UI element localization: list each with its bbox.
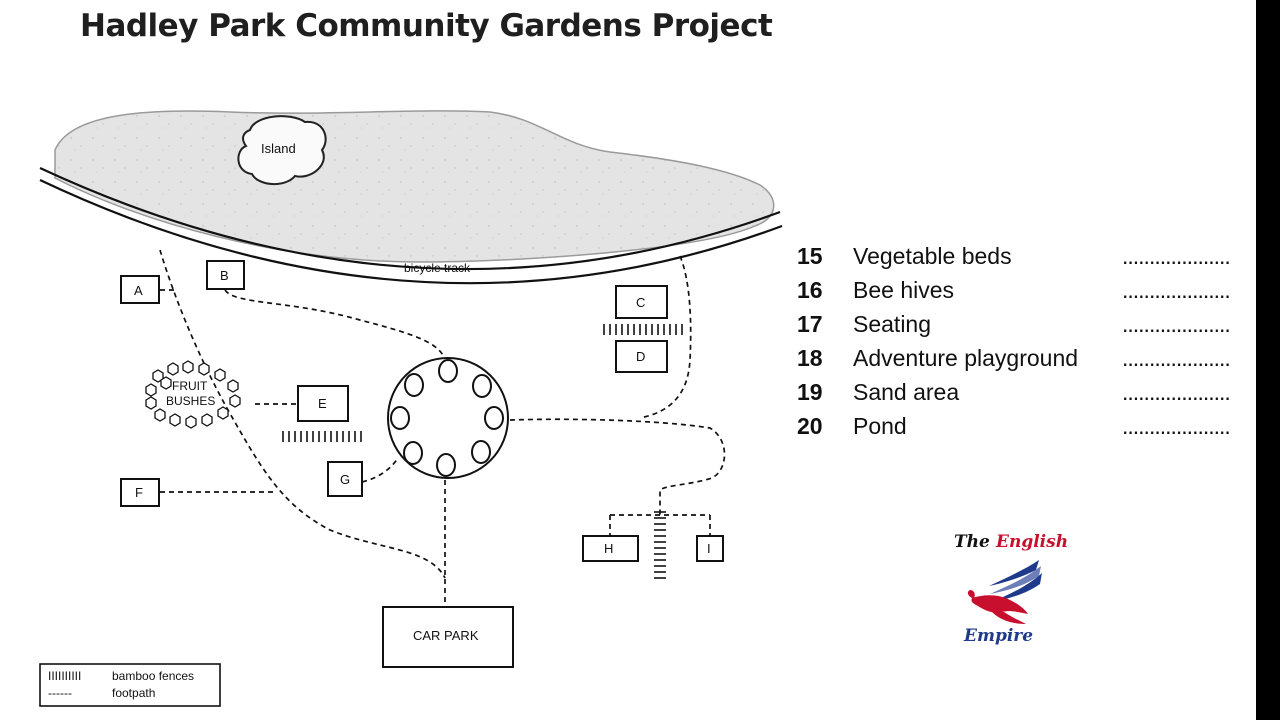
question-number: 20: [797, 413, 823, 439]
fruit-bushes-label-2: BUSHES: [166, 394, 215, 408]
answer-blank: ....................: [1122, 345, 1231, 371]
answer-blank: ....................: [1122, 243, 1231, 269]
question-list: 15 Vegetable beds .................... 1…: [797, 243, 1257, 447]
question-label: Vegetable beds: [853, 243, 1012, 269]
question-row: 16 Bee hives ....................: [797, 277, 1257, 311]
island-label: Island: [261, 141, 296, 156]
question-number: 16: [797, 277, 823, 303]
location-b: B: [206, 260, 245, 290]
legend-footpath-label: footpath: [112, 686, 155, 700]
question-row: 19 Sand area ....................: [797, 379, 1257, 413]
bamboo-fence-cd: [603, 324, 683, 335]
question-row: 20 Pond ....................: [797, 413, 1257, 447]
question-label: Pond: [853, 413, 907, 439]
eagle-icon: [967, 560, 1042, 624]
question-number: 18: [797, 345, 823, 371]
location-g: G: [327, 461, 363, 497]
location-f: F: [120, 478, 160, 507]
svg-text:B: B: [220, 268, 229, 283]
map-title: Hadley Park Community Gardens Project: [80, 8, 773, 44]
central-garden: [387, 357, 509, 479]
answer-blank: ....................: [1122, 379, 1231, 405]
car-park: CAR PARK: [382, 606, 514, 668]
bamboo-fence-e: [282, 431, 362, 442]
location-d: D: [615, 340, 668, 373]
question-row: 17 Seating ....................: [797, 311, 1257, 345]
answer-blank: ....................: [1122, 277, 1231, 303]
location-h: H: [582, 535, 639, 562]
svg-text:C: C: [636, 295, 645, 310]
svg-text:D: D: [636, 349, 645, 364]
island: [237, 115, 327, 185]
question-label: Adventure playground: [853, 345, 1079, 371]
question-number: 17: [797, 311, 823, 337]
legend: IIIIIIIIII bamboo fences ------ footpath: [39, 663, 221, 707]
svg-text:CAR PARK: CAR PARK: [413, 628, 479, 643]
logo-text-the: The: [954, 532, 990, 552]
svg-text:E: E: [318, 396, 327, 411]
bicycle-track-edge-outer: [39, 167, 781, 271]
question-number: 15: [797, 243, 823, 269]
question-number: 19: [797, 379, 823, 405]
question-row: 15 Vegetable beds ....................: [797, 243, 1257, 277]
svg-text:I: I: [707, 541, 711, 556]
bamboo-fence-hi: [654, 511, 666, 579]
answer-blank: ....................: [1122, 311, 1231, 337]
bicycle-track-label: bicycle track: [404, 261, 471, 275]
svg-text:H: H: [604, 541, 613, 556]
question-label: Bee hives: [853, 277, 955, 303]
location-c: C: [615, 285, 668, 319]
svg-text:A: A: [134, 283, 143, 298]
legend-footpath-symbol: ------: [48, 686, 72, 700]
logo-text-empire: Empire: [963, 626, 1033, 646]
question-label: Sand area: [853, 379, 960, 405]
svg-text:F: F: [135, 485, 143, 500]
svg-text:G: G: [340, 472, 350, 487]
question-row: 18 Adventure playground ................…: [797, 345, 1257, 379]
location-a: A: [120, 275, 160, 304]
right-edge-bar: [1256, 0, 1280, 720]
brand-logo: The English Empire: [954, 532, 1068, 646]
footpaths: [159, 249, 726, 605]
legend-bamboo-symbol: IIIIIIIIII: [48, 669, 81, 683]
fruit-bushes-label-1: FRUIT: [172, 379, 208, 393]
question-label: Seating: [853, 311, 932, 337]
legend-bamboo-label: bamboo fences: [112, 669, 194, 683]
logo-text-english: English: [995, 532, 1068, 552]
answer-blank: ....................: [1122, 413, 1231, 439]
location-i: I: [696, 535, 724, 562]
bamboo-fences: [282, 324, 683, 579]
bicycle-track-edge-inner: [39, 179, 783, 285]
location-e: E: [297, 385, 349, 422]
fruit-bushes: [145, 360, 241, 429]
lake: [54, 110, 775, 263]
